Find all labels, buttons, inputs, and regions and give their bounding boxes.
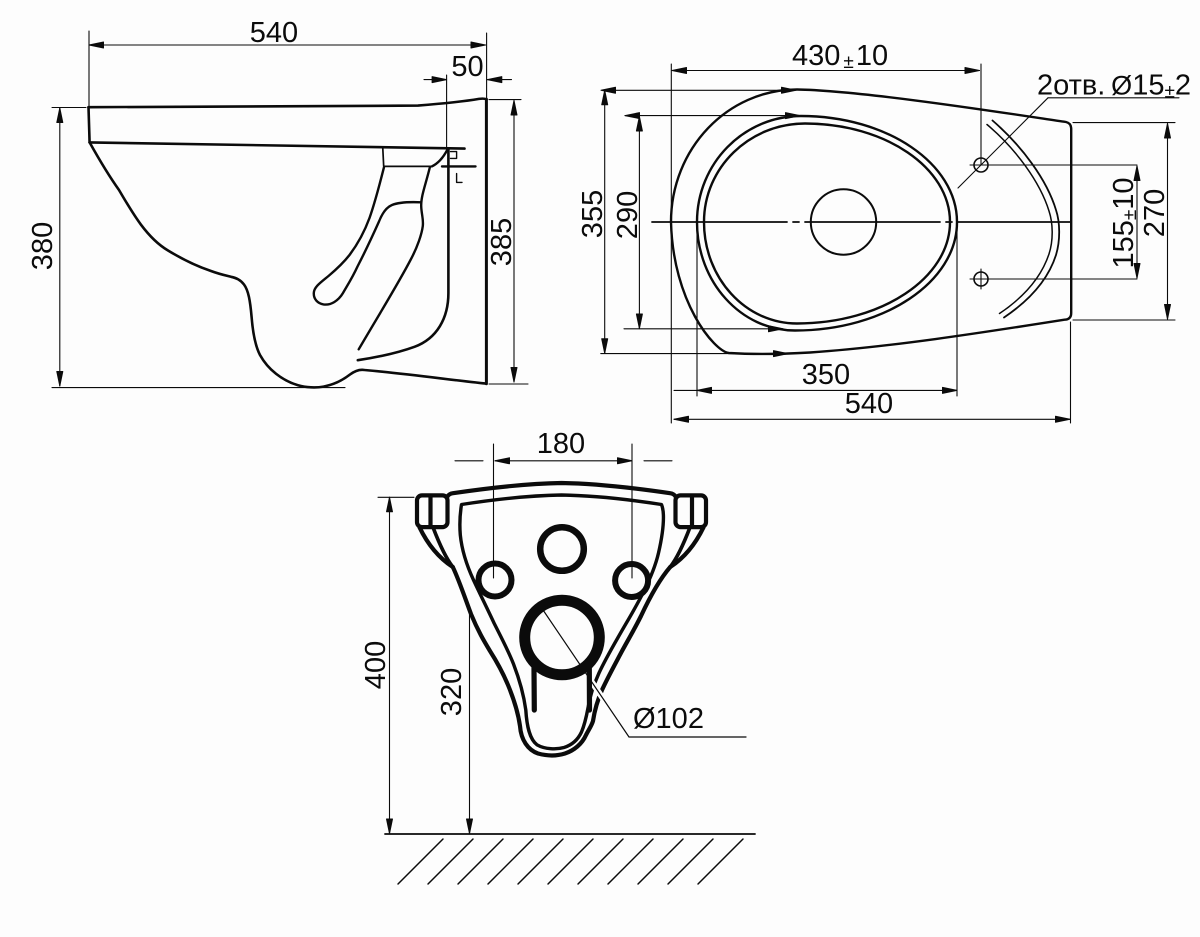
svg-text:270: 270 — [1139, 189, 1171, 237]
svg-text:320: 320 — [436, 668, 468, 716]
svg-text:Ø102: Ø102 — [633, 703, 704, 735]
svg-text:540: 540 — [845, 388, 893, 420]
svg-text:430±10: 430±10 — [792, 40, 888, 73]
svg-text:50: 50 — [451, 51, 483, 83]
svg-text:2отв. Ø15±2: 2отв. Ø15±2 — [1037, 70, 1191, 103]
svg-text:385: 385 — [486, 218, 518, 266]
svg-text:540: 540 — [250, 17, 298, 49]
svg-text:350: 350 — [802, 359, 850, 391]
svg-text:400: 400 — [360, 641, 392, 689]
svg-text:155±10: 155±10 — [1108, 177, 1141, 268]
svg-text:380: 380 — [27, 222, 59, 270]
svg-text:290: 290 — [612, 191, 644, 239]
svg-text:355: 355 — [577, 190, 609, 238]
svg-text:180: 180 — [537, 428, 585, 460]
